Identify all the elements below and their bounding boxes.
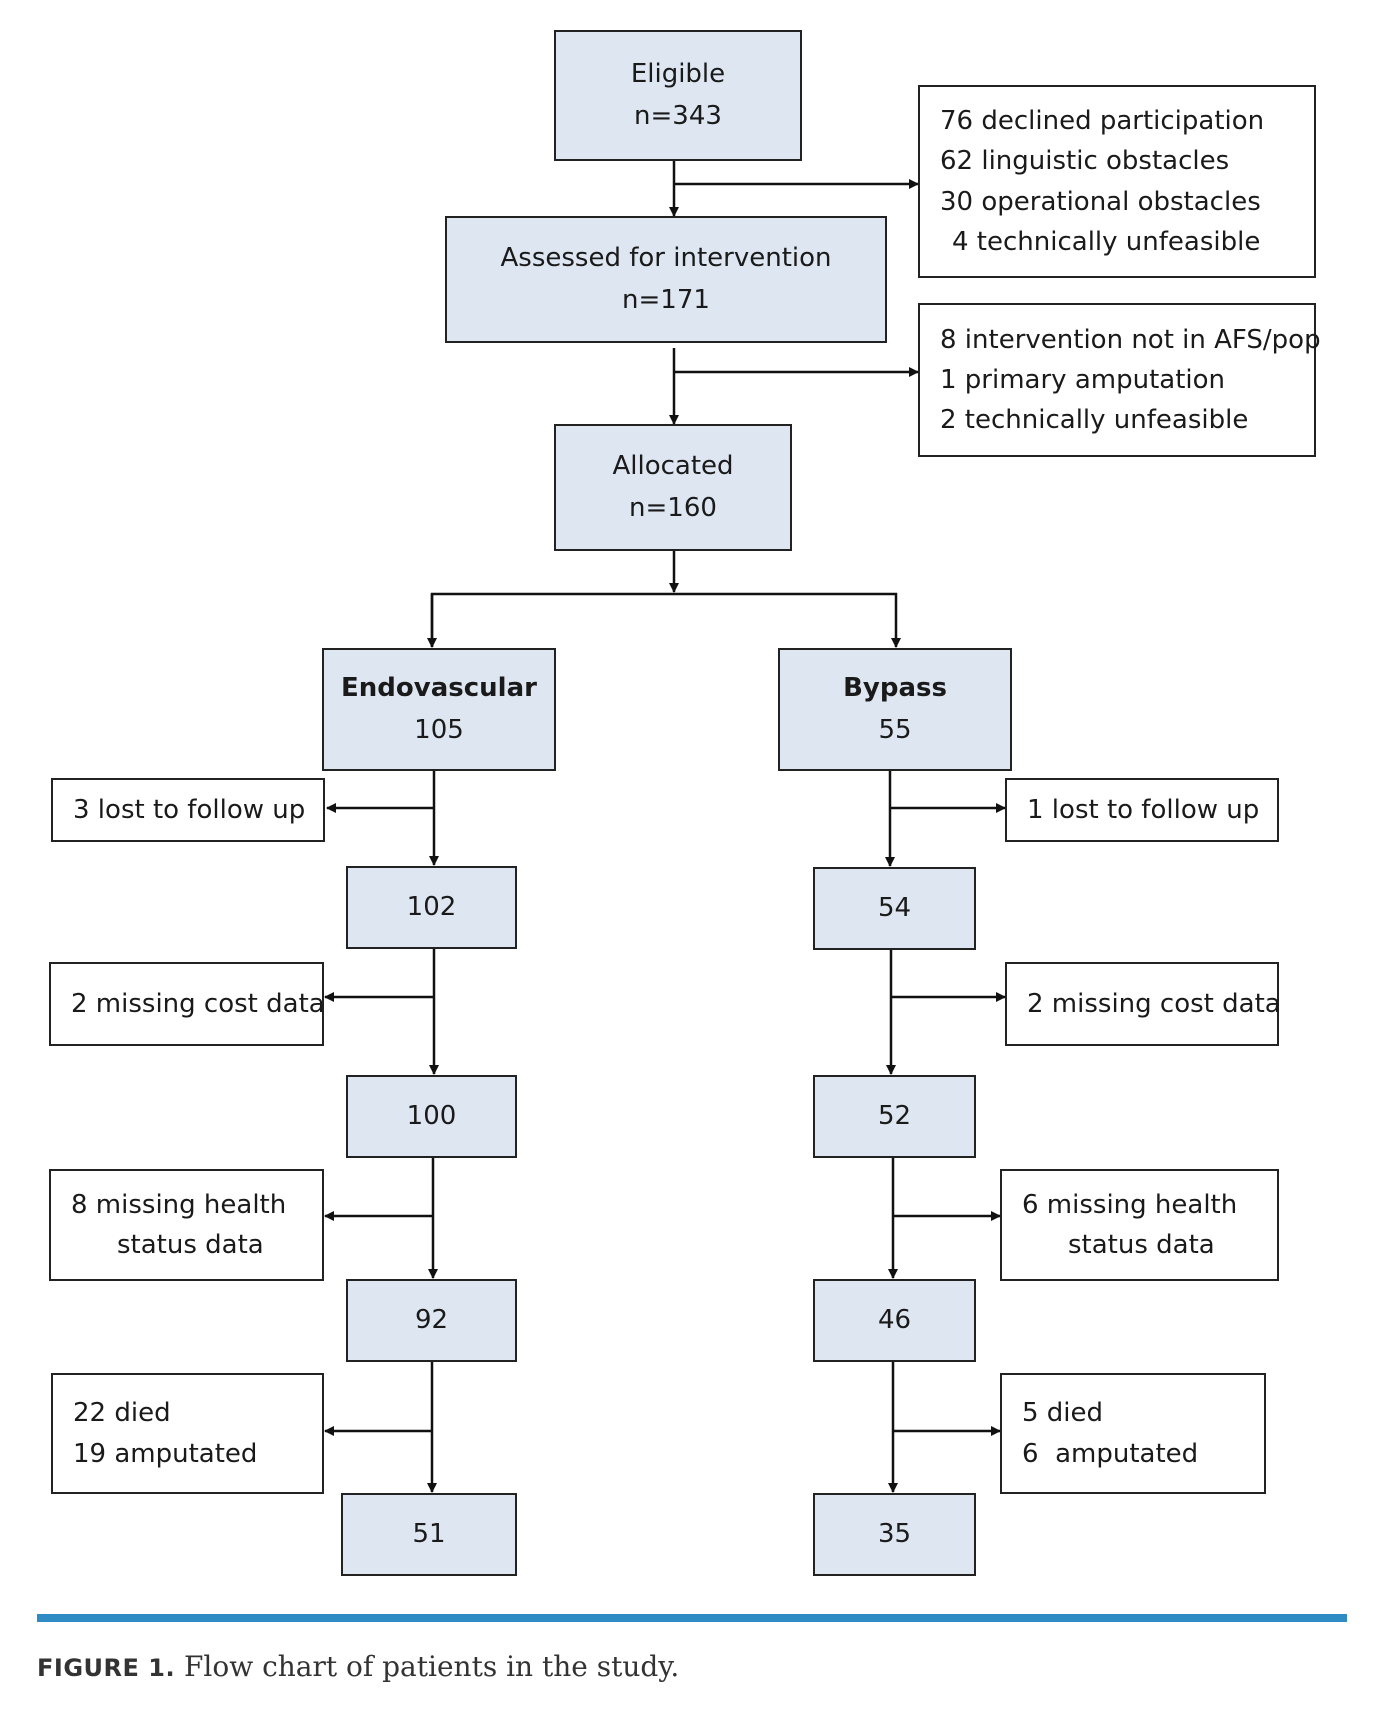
endovascular-stage-value: 102 (406, 891, 457, 922)
endovascular-loss-text: 22 died (73, 1398, 171, 1429)
allocated-label: Allocated (612, 450, 734, 481)
bypass-loss-box: 5 died 6 amputated (1000, 1373, 1266, 1494)
excluded-1-item: 76 declined participation (940, 105, 1265, 136)
endovascular-title: Endovascular (341, 672, 537, 703)
eligible-box: Eligible n=343 (554, 30, 802, 161)
excluded-1-item: 4 technically unfeasible (952, 226, 1261, 257)
endovascular-stage-value: 92 (414, 1304, 449, 1335)
excluded-2-item: 2 technically unfeasible (940, 405, 1249, 436)
bypass-stage-box: 54 (813, 867, 976, 950)
bypass-stage-value: 54 (877, 892, 912, 923)
bypass-stage-box: 52 (813, 1075, 976, 1158)
bypass-loss-text: 6 amputated (1022, 1438, 1199, 1469)
bypass-box: Bypass 55 (778, 648, 1012, 771)
branch-line (430, 592, 901, 648)
endovascular-loss-text: 2 missing cost data (71, 988, 325, 1019)
endovascular-loss-box: 3 lost to follow up (51, 778, 325, 842)
assessed-value: n=171 (622, 284, 710, 315)
caption-text: Flow chart of patients in the study. (175, 1650, 680, 1683)
endovascular-n: 105 (414, 714, 464, 745)
bypass-loss-text: status data (1068, 1230, 1215, 1260)
bypass-loss-box: 2 missing cost data (1005, 962, 1281, 1046)
bypass-loss-text: 6 missing health (1022, 1189, 1238, 1220)
excluded-2-item: 1 primary amputation (940, 364, 1225, 395)
endovascular-box: Endovascular 105 (322, 648, 556, 771)
endovascular-stage-box: 51 (341, 1493, 517, 1576)
endovascular-loss-text: 3 lost to follow up (73, 794, 306, 825)
assessed-label: Assessed for intervention (500, 242, 832, 273)
excluded-box-1: 76 declined participation 62 linguistic … (918, 85, 1316, 278)
bypass-stage-value: 46 (877, 1304, 912, 1335)
excluded-box-2: 8 intervention not in AFS/pop 1 primary … (918, 303, 1321, 457)
endovascular-loss-box: 8 missing health status data (49, 1169, 324, 1281)
bypass-loss-box: 6 missing health status data (1000, 1169, 1279, 1281)
allocated-value: n=160 (629, 492, 717, 523)
excluded-1-item: 30 operational obstacles (940, 186, 1261, 217)
bypass-stage-box: 46 (813, 1279, 976, 1362)
assessed-box: Assessed for intervention n=171 (445, 216, 887, 343)
bypass-n: 55 (878, 714, 912, 745)
endovascular-loss-text: 19 amputated (73, 1438, 258, 1469)
bypass-stage-value: 52 (877, 1100, 912, 1131)
endovascular-stage-value: 100 (406, 1100, 457, 1131)
endovascular-loss-box: 2 missing cost data (49, 962, 325, 1046)
allocated-box: Allocated n=160 (554, 424, 792, 551)
endovascular-loss-text: 8 missing health (71, 1189, 287, 1220)
bypass-title: Bypass (843, 672, 947, 703)
caption-label: FIGURE 1. (37, 1654, 176, 1682)
endovascular-loss-box: 22 died 19 amputated (51, 1373, 324, 1494)
eligible-value: n=343 (634, 100, 722, 131)
bypass-stage-box: 35 (813, 1493, 976, 1576)
bypass-stage-value: 35 (877, 1518, 912, 1549)
bypass-loss-box: 1 lost to follow up (1005, 778, 1279, 842)
endovascular-stage-value: 51 (412, 1518, 446, 1549)
excluded-1-item: 62 linguistic obstacles (940, 146, 1230, 177)
endovascular-stage-box: 92 (346, 1279, 517, 1362)
endovascular-stage-box: 100 (346, 1075, 517, 1158)
excluded-2-item: 8 intervention not in AFS/pop (940, 324, 1321, 355)
eligible-label: Eligible (630, 58, 726, 89)
endovascular-loss-text: status data (117, 1230, 264, 1260)
bypass-loss-text: 5 died (1022, 1398, 1104, 1429)
bypass-loss-text: 1 lost to follow up (1027, 794, 1260, 825)
endovascular-stage-box: 102 (346, 866, 517, 949)
caption-rule (37, 1614, 1347, 1622)
bypass-loss-text: 2 missing cost data (1027, 988, 1281, 1019)
figure-caption: FIGURE 1. Flow chart of patients in the … (37, 1650, 679, 1683)
